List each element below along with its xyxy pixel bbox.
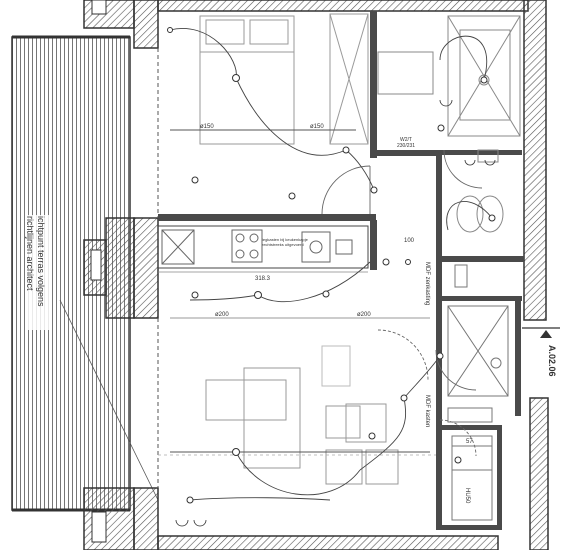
kitchen-length-dimension: 318.3 [255, 276, 271, 282]
ceiling-light-icon [191, 176, 199, 184]
wall-label-lower: MDF kasten [424, 395, 430, 427]
terrace-note-box [28, 215, 50, 330]
electrical-wiring [169, 28, 493, 501]
interior-walls [158, 11, 524, 530]
socket-icon [439, 99, 453, 107]
wall-label-lower-text: MDF kasten [424, 395, 430, 427]
ceiling-light-icon [232, 448, 240, 456]
ceiling-light-icon [368, 432, 376, 440]
kitchen-note-2: rechtstreeks uitgevoerd [262, 242, 304, 247]
ceiling-light-icon [454, 456, 462, 464]
terrace-note: ichtpunt terras volgens richtlijnen arch… [25, 216, 46, 307]
ceiling-light-icon [436, 352, 444, 360]
terrace-leader-line [59, 299, 159, 501]
hvac-note: HU50 [464, 488, 470, 504]
lower-bath-dimension: 57 [466, 439, 473, 445]
terrace-note-line-2: richtlijnen architect [25, 216, 35, 291]
living-furniture [205, 345, 399, 485]
bedroom-dimension-right: ø150 [310, 124, 324, 130]
socket-symbols [175, 99, 496, 527]
terrace-note-line-1: ichtpunt terras volgens [36, 216, 46, 307]
ceiling-light-icon [232, 74, 240, 82]
ceiling-light-icon [342, 146, 350, 154]
ceiling-light-icon [382, 258, 390, 266]
ceiling-light-icon [191, 291, 199, 299]
bath-offset-dimension: 100 [404, 238, 415, 244]
shaft-label-b: 230/231 [397, 143, 415, 149]
socket-icon [484, 159, 496, 166]
ceiling-light-icon [400, 394, 408, 402]
ceiling-light-icon [370, 186, 378, 194]
ceiling-light-icon [186, 496, 194, 504]
bedroom-furniture [170, 13, 369, 145]
ceiling-light-icon [167, 27, 173, 33]
section-ref-label: A.02.06 [547, 345, 557, 377]
kitchen-note-1: legkasten bij keukenkapje [262, 237, 309, 242]
ceiling-light-icon [288, 192, 296, 200]
socket-icon [464, 159, 476, 166]
socket-icon [175, 519, 189, 527]
ceiling-light-icon [488, 214, 496, 222]
ceiling-light-icon [322, 290, 330, 298]
ceiling-light-icon [405, 259, 411, 265]
exterior-walls [133, 0, 549, 550]
wall-label-upper-text: MDF zenkasting [424, 262, 430, 305]
socket-icon [193, 519, 207, 527]
exterior-piers [83, 0, 135, 550]
electrical-symbols [167, 27, 496, 504]
bedroom-dimension-left: ø150 [200, 124, 214, 130]
hvac-note-text: HU50 [464, 488, 470, 504]
ceiling-light-icon [254, 291, 262, 299]
living-dimension-left: ø200 [215, 312, 229, 318]
ceiling-light-icon [480, 76, 488, 84]
living-dimension-right: ø200 [357, 312, 371, 318]
kitchen-counter [157, 225, 369, 269]
shaft-label-a: W2/T [400, 137, 412, 143]
ceiling-light-icon [437, 124, 445, 132]
door-swings [321, 149, 483, 457]
wall-label-upper: MDF zenkasting [424, 262, 430, 305]
bathroom-fixtures [377, 15, 521, 233]
lower-bathroom [447, 264, 509, 521]
section-marker: A.02.06 [522, 327, 560, 377]
